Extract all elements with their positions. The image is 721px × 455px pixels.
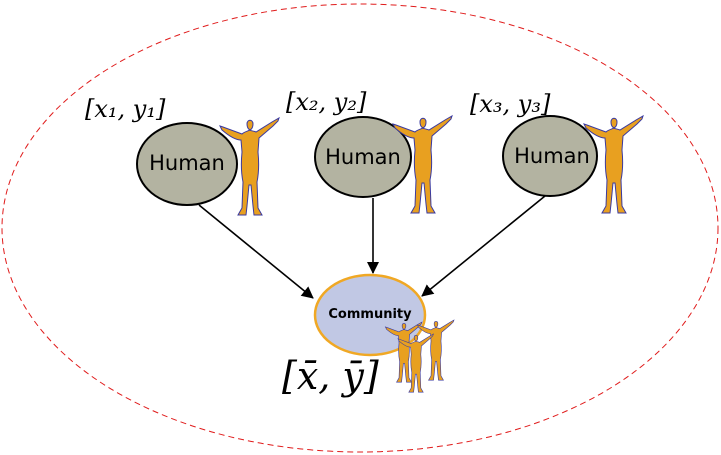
human-node-label: Human [514, 144, 590, 168]
human-node-label: Human [325, 145, 401, 169]
human-node-circle [136, 122, 238, 206]
community-node-label: Community [328, 307, 412, 322]
edge-human-1-to-community [198, 204, 314, 299]
human-node-circle [502, 115, 598, 197]
coords-label-2: [x₂, y₂] [286, 88, 367, 116]
human-node-label: Human [149, 151, 225, 175]
human-node-1: Human [136, 122, 238, 206]
community-coords-label: [x̄, ȳ] [282, 354, 379, 398]
coords-label-3: [x₃, y₃] [470, 90, 551, 118]
edge-human-3-to-community [421, 195, 546, 297]
community-boundary [1, 3, 719, 453]
human-node-2: Human [314, 116, 412, 198]
coords-label-1: [x₁, y₁] [85, 95, 166, 123]
human-node-3: Human [502, 115, 598, 197]
human-node-circle [314, 116, 412, 198]
